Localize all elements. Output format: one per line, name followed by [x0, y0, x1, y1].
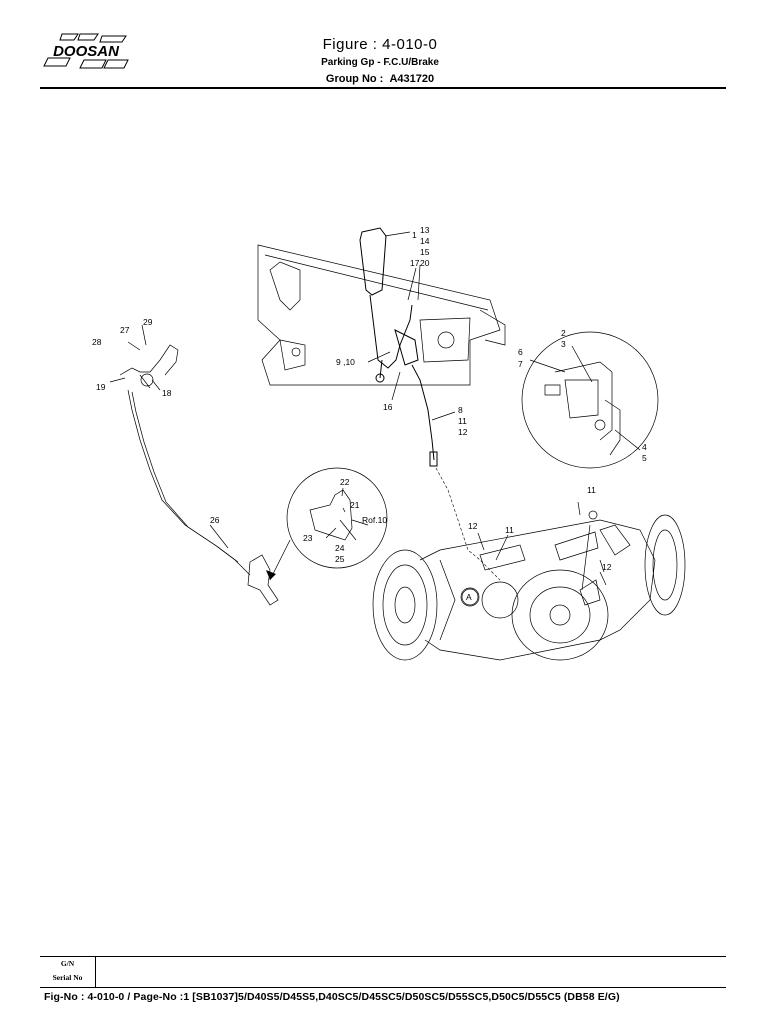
callout-20: 20	[420, 258, 430, 268]
callout-23: 23	[303, 533, 313, 543]
callout-29: 29	[143, 317, 153, 327]
callout-24: 24	[335, 543, 345, 553]
callout-22: 22	[340, 477, 350, 487]
callout-15: 15	[420, 247, 430, 257]
group-number-line: Group No : A431720	[200, 73, 560, 85]
callout-11-upper: 11	[587, 485, 596, 495]
frame-bracket	[257, 244, 506, 386]
callout-2: 2	[561, 328, 566, 338]
footer-table: G/N Serial No	[40, 956, 726, 988]
callout-25: 25	[335, 554, 345, 564]
callout-19: 19	[96, 382, 106, 392]
callout-rof10: Rof.10	[362, 515, 387, 525]
parts-diagram: 1 13 14 15 20 17 9 ,10 16 8 11 12 29 27 …	[92, 225, 686, 661]
callout-28: 28	[92, 337, 102, 347]
group-value: A431720	[389, 73, 435, 85]
figure-title: Figure : 4-010-0	[322, 36, 438, 53]
callout-18: 18	[162, 388, 172, 398]
callout-6: 6	[518, 347, 523, 357]
callout-11: 11	[458, 416, 467, 426]
callout-8: 8	[458, 405, 463, 415]
logo-wordmark: DOOSAN	[53, 43, 120, 60]
doosan-logo: DOOSAN	[40, 30, 130, 72]
footer-divider	[95, 957, 96, 987]
callout-12-right: 12	[602, 562, 612, 572]
callout-5: 5	[642, 453, 647, 463]
callout-21: 21	[350, 500, 360, 510]
callout-a: A	[466, 592, 472, 602]
detail-circle-center	[286, 467, 388, 569]
left-cable-assembly	[119, 344, 279, 606]
gn-label: G/N	[60, 959, 75, 968]
callout-14: 14	[420, 236, 430, 246]
callout-12-center: 12	[468, 521, 478, 531]
callout-9-10: 9 ,10	[336, 357, 355, 367]
callout-4: 4	[642, 442, 647, 452]
cable-route-dash	[435, 467, 501, 581]
lever-cable	[411, 364, 438, 467]
axle-housing	[372, 514, 686, 661]
callout-7: 7	[518, 359, 523, 369]
bolt-washer	[577, 501, 607, 586]
callout-16: 16	[383, 402, 393, 412]
parking-lever	[359, 227, 419, 383]
callout-11-center: 11	[505, 525, 514, 535]
callout-26: 26	[210, 515, 220, 525]
leader-lines	[109, 231, 641, 573]
detail-circle-right	[521, 331, 659, 469]
group-label: Group No :	[325, 73, 384, 85]
callout-27: 27	[120, 325, 130, 335]
callout-17: 17	[410, 258, 420, 268]
callout-1: 1	[412, 230, 417, 240]
callout-12: 12	[458, 427, 468, 437]
header-rule	[40, 87, 726, 89]
serial-label: Serial No	[52, 973, 83, 982]
footer-fig-line: Fig-No : 4-010-0 / Page-No :1 [SB1037]5/…	[44, 991, 620, 1003]
callout-3: 3	[561, 339, 566, 349]
callout-13: 13	[420, 225, 430, 235]
figure-subtitle: Parking Gp - F.C.U/Brake	[321, 57, 439, 68]
